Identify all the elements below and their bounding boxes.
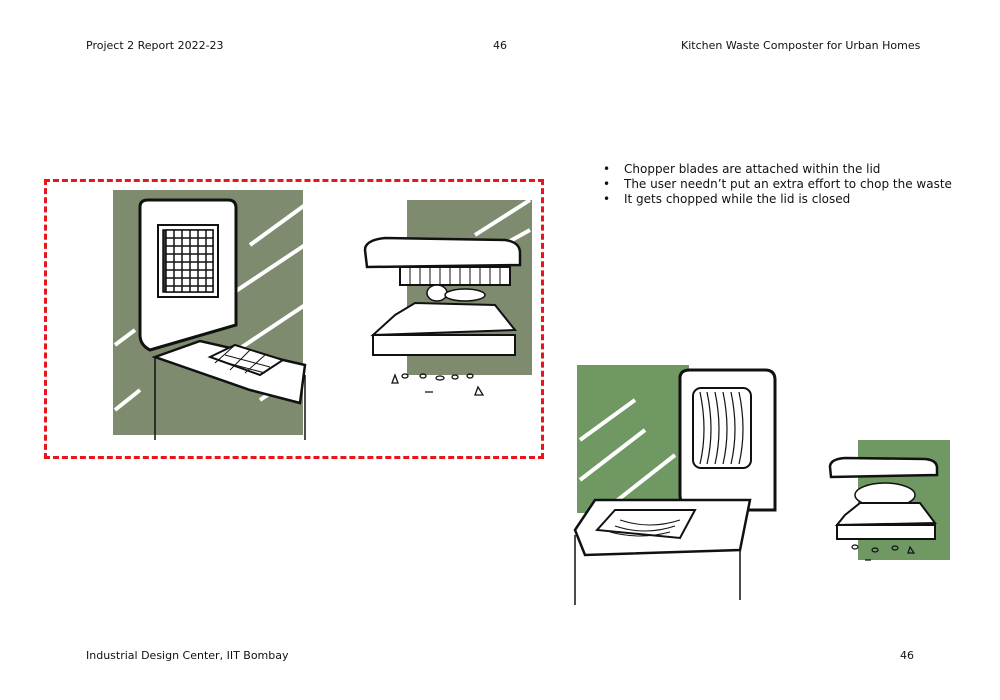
footer-left: Industrial Design Center, IIT Bombay [86,649,289,662]
highlight-frame [44,179,544,459]
bullet-item: Chopper blades are attached within the l… [600,162,952,177]
bullet-item: The user needn’t put an extra effort to … [600,177,952,192]
chopper-lid-sketch [363,198,532,396]
header-left: Project 2 Report 2022-23 [86,39,224,52]
header-page-number: 46 [493,39,507,52]
bin-drum-blade-sketch [573,365,777,605]
bin-open-lid-sketch [113,190,307,450]
bullet-item: It gets chopped while the lid is closed [600,192,952,207]
header-right: Kitchen Waste Composter for Urban Homes [681,39,921,52]
bullet-list: Chopper blades are attached within the l… [600,162,952,207]
footer-page-number: 46 [900,649,914,662]
chopper-drum-sketch [828,440,950,561]
